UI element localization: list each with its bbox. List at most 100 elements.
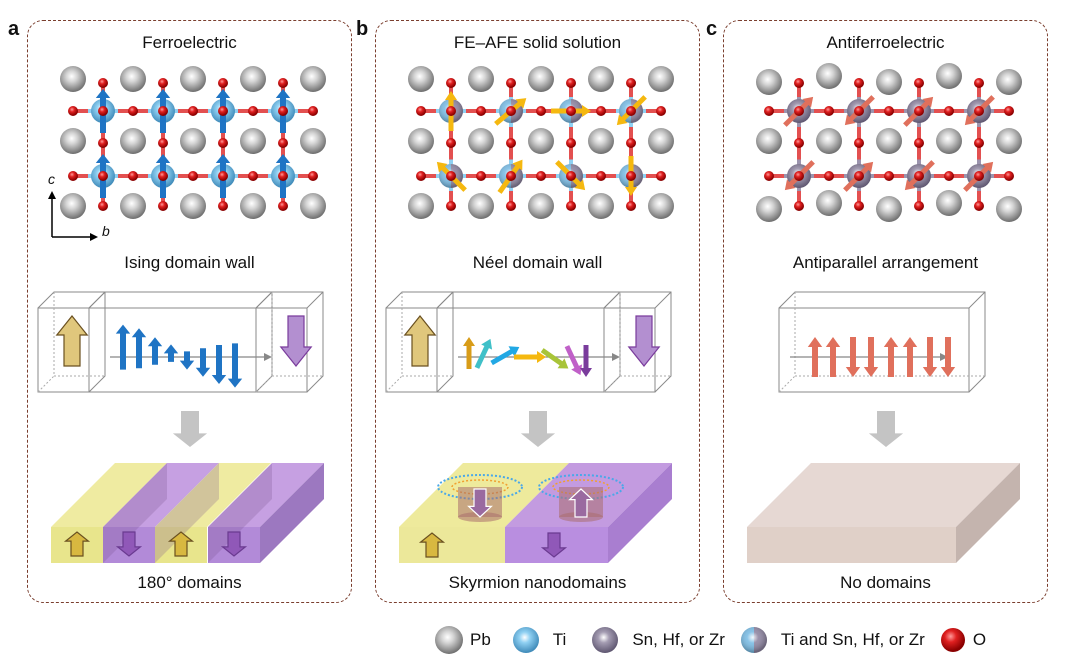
box-front	[778, 307, 970, 393]
down-domain-arrow	[627, 315, 661, 367]
process-arrow	[172, 411, 208, 447]
spin-arrow	[540, 348, 569, 369]
slab-side-face	[260, 463, 324, 563]
spin-arrow	[463, 337, 475, 369]
box-front	[436, 307, 605, 393]
spin-arrow	[922, 337, 938, 377]
o-atom	[218, 171, 228, 181]
spin-arrow	[211, 345, 227, 384]
mixed-atom-icon	[740, 627, 767, 653]
o-atom	[218, 138, 228, 148]
spin-arrow	[115, 324, 131, 370]
o-atom	[824, 171, 834, 181]
domain-down-arrow	[220, 531, 248, 557]
box-edge	[654, 291, 672, 309]
o-atom	[158, 78, 168, 88]
o-atom	[308, 106, 318, 116]
domain-wall-face	[103, 463, 167, 563]
panel-ferroelectric: Ferroelectric c b Ising domain wall 180°…	[27, 20, 352, 603]
o-atom	[656, 171, 666, 181]
o-atom	[596, 171, 606, 181]
spin-arrow	[845, 337, 861, 377]
spin-arrow	[147, 337, 163, 365]
pb-atom	[648, 193, 674, 219]
spin-arrow	[131, 328, 147, 369]
o-atom	[68, 106, 78, 116]
legend-item-mixed: Ti and Sn, Hf, or Zr	[739, 625, 925, 655]
pb-atom	[300, 128, 326, 154]
spin-arrow	[163, 344, 179, 362]
panel-fe-afe-solid-solution: FE–AFE solid solution Néel domain wall S…	[375, 20, 700, 603]
pb-atom	[588, 128, 614, 154]
box-edge	[968, 291, 986, 309]
o-atom	[98, 171, 108, 181]
ti-atom-icon	[512, 627, 539, 653]
panel-title: Ferroelectric	[142, 33, 237, 52]
o-atom	[626, 78, 636, 88]
o-atom	[854, 201, 864, 211]
wall-axis-arrowhead	[264, 353, 272, 361]
spin-arrow	[863, 337, 879, 377]
o-atom	[974, 106, 984, 116]
legend-item-pb: Pb	[434, 625, 491, 655]
pb-atom	[648, 128, 674, 154]
pb-atom	[756, 128, 782, 154]
o-atom	[128, 106, 138, 116]
o-atom	[566, 201, 576, 211]
pb-atom	[408, 66, 434, 92]
o-atom	[218, 106, 228, 116]
spin-arrow	[902, 337, 918, 377]
antiferroelectric-lattice	[756, 63, 1022, 222]
domain-top-face	[155, 463, 271, 527]
box-hidden-edge	[271, 292, 323, 377]
result-title: Skyrmion nanodomains	[448, 573, 627, 592]
legend-item-sn-hf-zr: Sn, Hf, or Zr	[590, 625, 725, 655]
o-atom	[98, 138, 108, 148]
process-arrow	[520, 411, 556, 447]
pb-atom	[300, 66, 326, 92]
o-atom	[68, 171, 78, 181]
pb-atom	[300, 193, 326, 219]
o-atom	[794, 201, 804, 211]
o-atom	[854, 78, 864, 88]
spin-arrow	[580, 345, 592, 377]
o-atom	[974, 171, 984, 181]
domain-down-arrow	[115, 531, 143, 557]
o-atom	[854, 171, 864, 181]
o-atom	[764, 171, 774, 181]
o-atom	[158, 171, 168, 181]
pb-atom	[468, 193, 494, 219]
o-atom	[914, 201, 924, 211]
spin-arrow	[490, 346, 520, 366]
o-atom	[794, 138, 804, 148]
pb-atom	[588, 193, 614, 219]
panel-antiferroelectric: Antiferroelectric Antiparallel arrangeme…	[723, 20, 1048, 603]
o-atom	[824, 106, 834, 116]
slab-top-face	[747, 463, 1020, 527]
pb-atom	[180, 128, 206, 154]
domain-wall-face	[208, 463, 272, 563]
spin-arrow	[195, 348, 211, 377]
o-atom	[446, 78, 456, 88]
o-atom	[476, 106, 486, 116]
pb-atom	[936, 190, 962, 216]
o-atom	[188, 106, 198, 116]
spin-arrow	[227, 343, 243, 388]
o-atom-icon	[940, 628, 965, 652]
o-atom	[278, 171, 288, 181]
spin-arrow	[883, 337, 899, 377]
legend-item-o: O	[939, 626, 986, 654]
o-atom	[1004, 106, 1014, 116]
domain-top-face	[51, 463, 167, 527]
box-hidden-edge	[53, 292, 105, 377]
pb-atom	[60, 128, 86, 154]
pb-atom	[816, 63, 842, 89]
pb-atom	[996, 196, 1022, 222]
up-domain-arrow	[403, 315, 437, 367]
o-atom	[158, 106, 168, 116]
process-arrow	[868, 411, 904, 447]
o-atom	[506, 106, 516, 116]
o-atom	[506, 171, 516, 181]
domain-down-arrow	[540, 532, 568, 558]
spin-arrow	[564, 345, 583, 376]
